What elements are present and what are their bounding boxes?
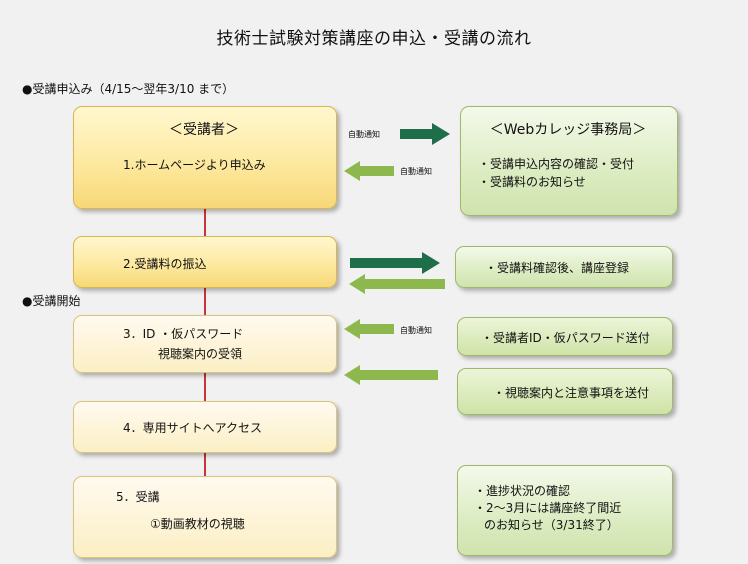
arrow-left-notify-3 xyxy=(344,319,394,339)
auto-notify-label-3: 自動通知 xyxy=(400,326,432,335)
connector-3-4 xyxy=(204,371,206,401)
step-5-line1: 5．受講 xyxy=(116,490,160,504)
office-box-5-item-2: ・2～3月には講座終了間近 xyxy=(474,501,622,515)
section-start-label: ●受講開始 xyxy=(22,294,81,308)
office-box-4-label: ・視聴案内と注意事項を送付 xyxy=(493,386,650,400)
arrow-right-notify-1 xyxy=(400,123,450,145)
step-3-box xyxy=(73,315,337,373)
connector-2-3 xyxy=(204,287,206,315)
office-box-4 xyxy=(457,368,673,415)
office-header: ＜Webカレッジ事務局＞ xyxy=(489,122,647,138)
step-4-label: 4．専用サイトへアクセス xyxy=(123,421,263,435)
step-5-line2: ①動画教材の視聴 xyxy=(150,517,245,531)
step-1-label: 1.ホームページより申込み xyxy=(123,158,266,172)
step-3-line2: 視聴案内の受領 xyxy=(158,347,243,361)
office-box-3-label: ・受講者ID・仮パスワード送付 xyxy=(481,331,650,345)
office-box-5-item-1: ・進捗状況の確認 xyxy=(474,484,571,498)
connector-4-5 xyxy=(204,451,206,476)
step-4-box xyxy=(73,401,337,453)
step-5-box xyxy=(73,476,337,558)
section-application-label: ●受講申込み（4/15～翌年3/10 まで） xyxy=(22,82,235,96)
step-2-box xyxy=(73,236,337,288)
office-item-1: ・受講申込内容の確認・受付 xyxy=(478,157,635,171)
office-box-5 xyxy=(457,465,673,556)
arrow-left-4 xyxy=(344,365,438,385)
step-1-box xyxy=(73,106,337,209)
office-item-2: ・受講料のお知らせ xyxy=(478,175,586,189)
auto-notify-label-1: 自動通知 xyxy=(348,130,380,139)
office-box-2-label: ・受講料確認後、講座登録 xyxy=(485,261,630,275)
office-box-3 xyxy=(457,317,673,356)
step-3-line1: 3．ID ・仮パスワード xyxy=(123,327,244,341)
page-title: 技術士試験対策講座の申込・受講の流れ xyxy=(216,29,532,49)
arrow-right-2 xyxy=(350,252,440,274)
step-2-label: 2.受講料の振込 xyxy=(123,257,207,271)
office-box-5-item-3: のお知らせ（3/31終了） xyxy=(484,518,619,532)
office-box-1 xyxy=(460,106,678,216)
office-box-2 xyxy=(455,246,673,288)
arrow-left-notify-1 xyxy=(344,161,394,181)
applicant-header: ＜受講者＞ xyxy=(169,122,239,138)
arrow-left-2 xyxy=(349,274,445,294)
connector-1-2 xyxy=(204,207,206,236)
auto-notify-label-2: 自動通知 xyxy=(400,167,432,176)
